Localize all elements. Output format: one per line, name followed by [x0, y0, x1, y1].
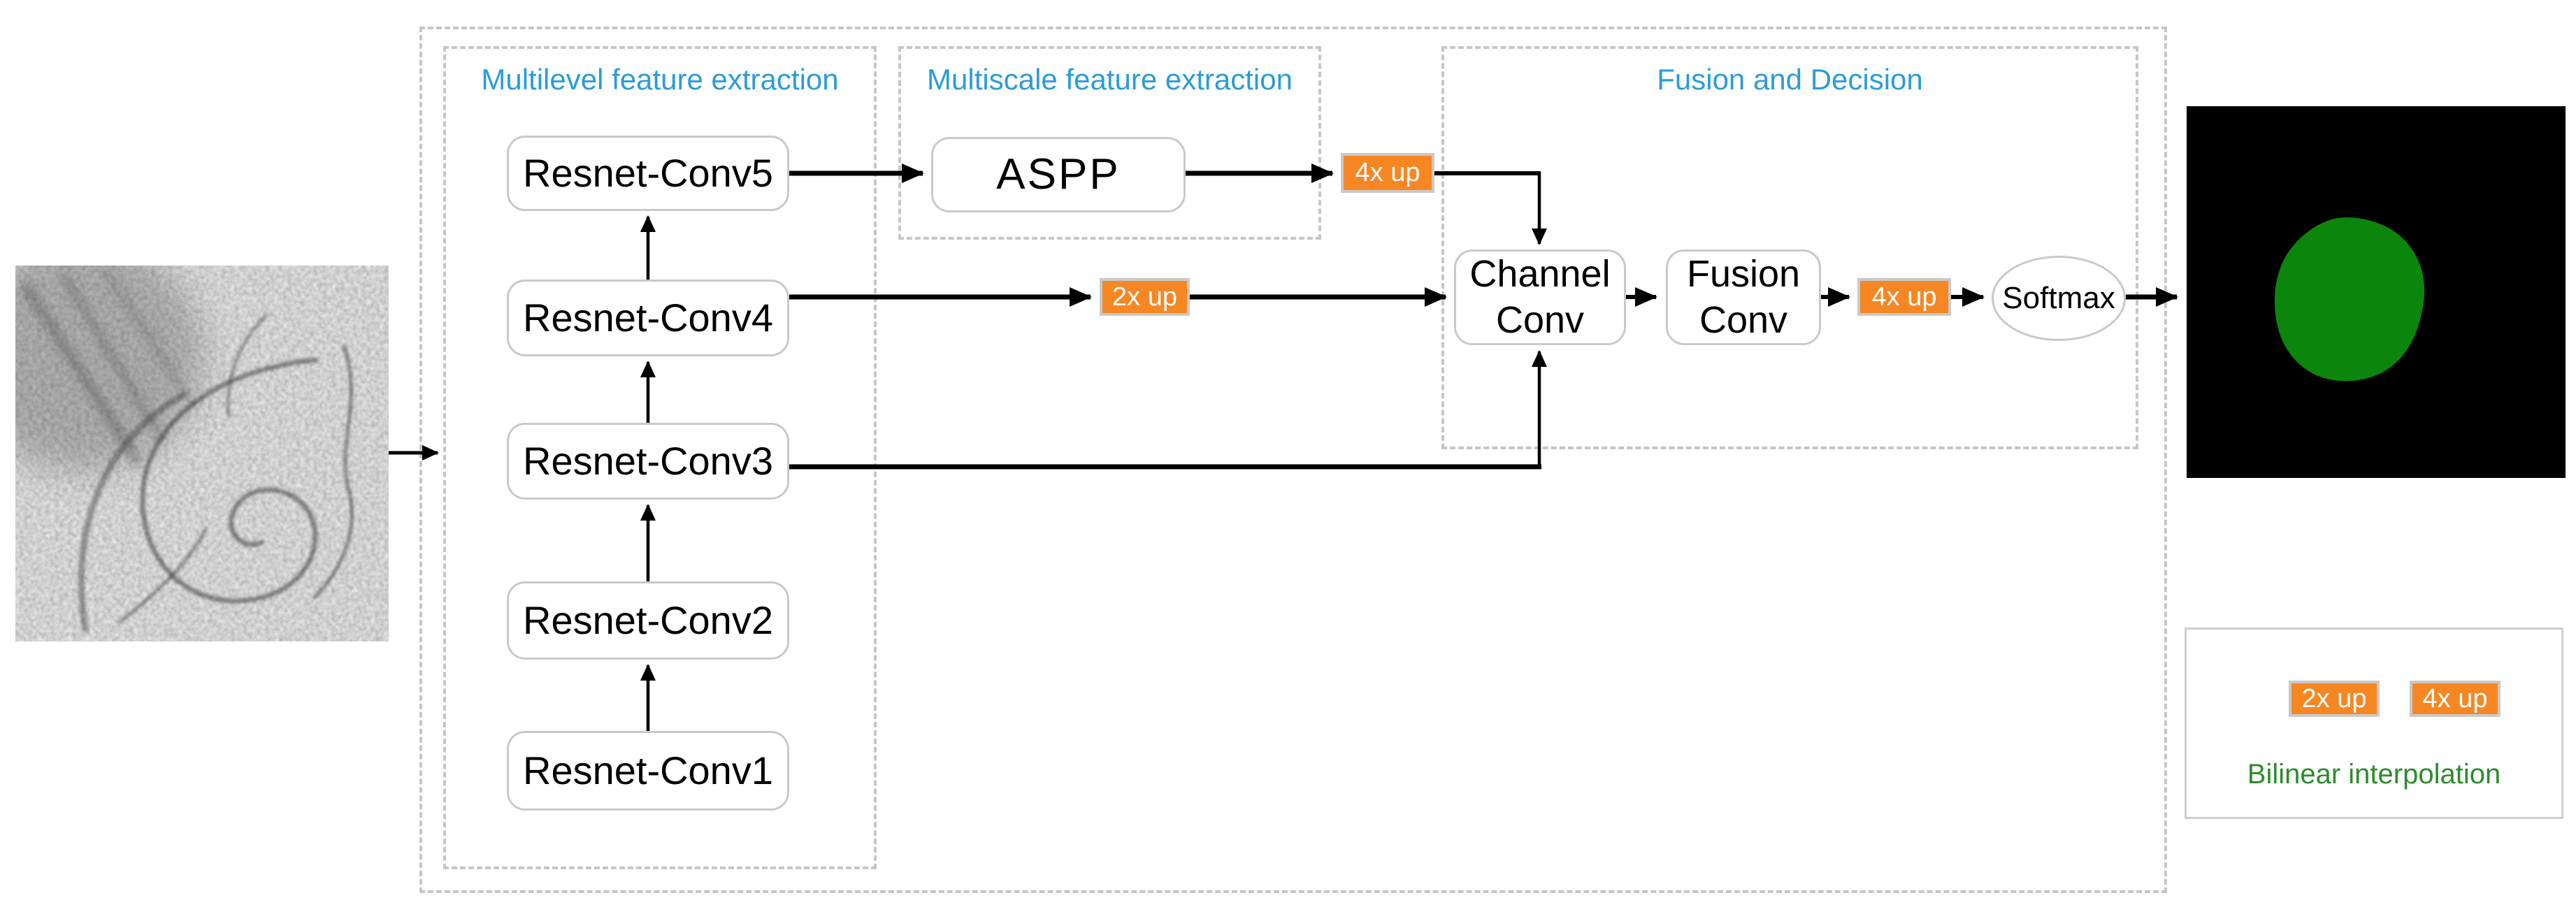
node-resnet-conv2: Resnet-Conv2 [507, 581, 789, 660]
node-fusion-conv-line2: Conv [1699, 298, 1788, 341]
multiscale-section-box: Multiscale feature extraction [898, 46, 1321, 240]
badge-2x-up-mid: 2x up [1100, 278, 1190, 316]
node-resnet-conv5: Resnet-Conv5 [507, 136, 789, 211]
badge-4x-up-top: 4x up [1341, 153, 1434, 193]
eddy-mask-region [2274, 217, 2425, 382]
node-softmax-label: Softmax [2002, 280, 2115, 315]
node-softmax: Softmax [1992, 256, 2126, 341]
node-fusion-conv: Fusion Conv [1666, 249, 1821, 345]
badge-4x-up-top-label: 4x up [1355, 158, 1420, 187]
legend-badge-2x-up-label: 2x up [2301, 683, 2367, 713]
badge-4x-up-mid: 4x up [1857, 278, 1951, 316]
multilevel-section-box: Multilevel feature extraction [443, 46, 877, 869]
legend-caption: Bilinear interpolation [2247, 759, 2501, 790]
node-channel-conv-line1: Channel [1469, 252, 1611, 295]
pipeline-outer-box [419, 27, 2167, 893]
multiscale-section-label: Multiscale feature extraction [927, 63, 1293, 96]
fusion-section-box: Fusion and Decision [1441, 46, 2138, 449]
input-sar-image-art [0, 241, 389, 641]
node-resnet-conv3-label: Resnet-Conv3 [523, 439, 773, 484]
legend-box: 2x up 4x up Bilinear interpolation [2185, 627, 2563, 819]
node-fusion-conv-line1: Fusion [1686, 252, 1801, 295]
legend-badge-2x-up: 2x up [2289, 681, 2380, 717]
node-resnet-conv1-label: Resnet-Conv1 [523, 748, 773, 793]
badge-4x-up-mid-label: 4x up [1871, 282, 1937, 312]
node-channel-conv: Channel Conv [1454, 249, 1626, 345]
segmentation-output-art [2187, 106, 2566, 478]
node-resnet-conv5-label: Resnet-Conv5 [523, 151, 773, 196]
legend-badge-4x-up: 4x up [2410, 681, 2501, 717]
fusion-section-label: Fusion and Decision [1657, 63, 1923, 96]
node-resnet-conv3: Resnet-Conv3 [507, 423, 789, 500]
node-resnet-conv2-label: Resnet-Conv2 [523, 598, 773, 643]
segmentation-output-image [2187, 106, 2566, 478]
node-resnet-conv1: Resnet-Conv1 [507, 731, 789, 811]
multilevel-section-label: Multilevel feature extraction [481, 63, 839, 96]
badge-2x-up-mid-label: 2x up [1112, 282, 1177, 312]
node-channel-conv-line2: Conv [1495, 298, 1585, 341]
node-resnet-conv4: Resnet-Conv4 [507, 280, 789, 356]
input-sar-image [0, 241, 389, 641]
node-resnet-conv4-label: Resnet-Conv4 [523, 296, 773, 340]
legend-badge-4x-up-label: 4x up [2422, 683, 2488, 713]
node-aspp: ASPP [931, 137, 1186, 212]
node-aspp-label: ASPP [996, 150, 1121, 198]
